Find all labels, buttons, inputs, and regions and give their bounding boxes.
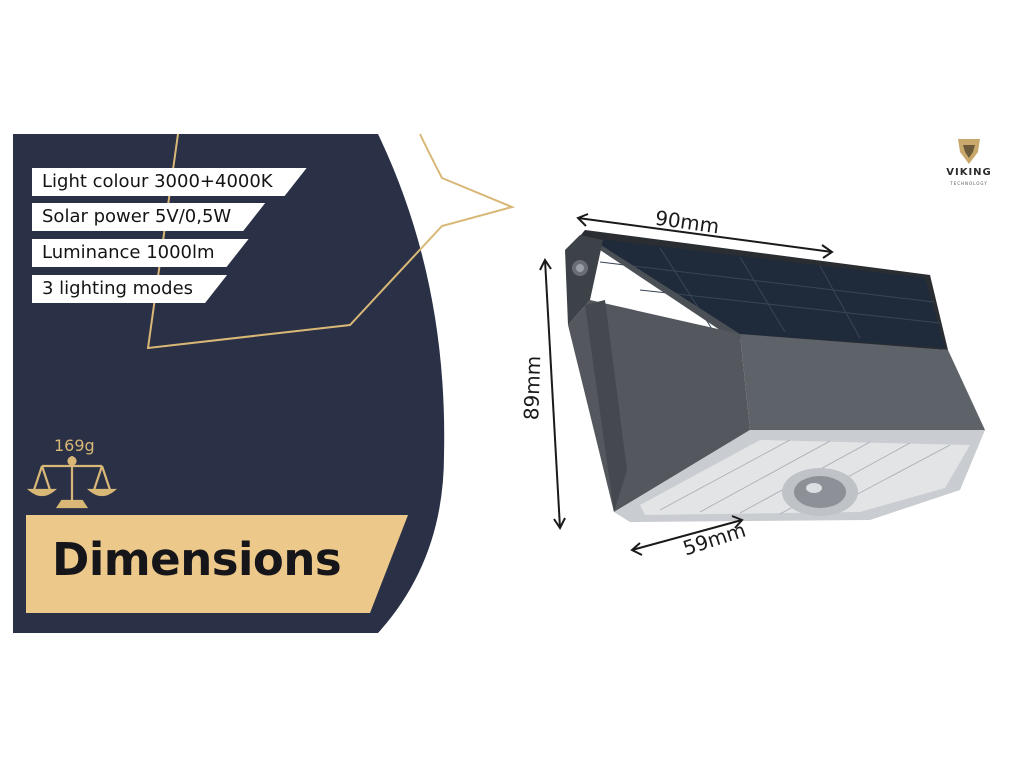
banner-title: Dimensions	[52, 533, 342, 586]
viking-helmet-icon	[958, 139, 980, 164]
width-dimension-line	[577, 217, 833, 253]
spec-label-lighting-modes: 3 lighting modes	[32, 275, 227, 303]
spec-label-luminance: Luminance 1000lm	[32, 239, 249, 267]
gold-outline-shape	[146, 133, 516, 350]
spec-label-light-colour: Light colour 3000+4000K	[32, 168, 307, 196]
brand-tagline: TECHNOLOGY	[950, 181, 988, 186]
brand-name: VIKING	[946, 167, 992, 178]
scales-icon	[26, 456, 118, 509]
weight-value: 169g	[54, 436, 95, 455]
depth-dimension-line	[631, 519, 743, 551]
height-dimension-line	[544, 259, 561, 529]
dimension-lines	[539, 213, 834, 556]
product-illustration	[565, 230, 985, 522]
banner-backdrop	[26, 515, 408, 613]
spec-label-solar-power: Solar power 5V/0,5W	[32, 203, 265, 231]
height-dimension-label: 89mm	[519, 355, 546, 421]
